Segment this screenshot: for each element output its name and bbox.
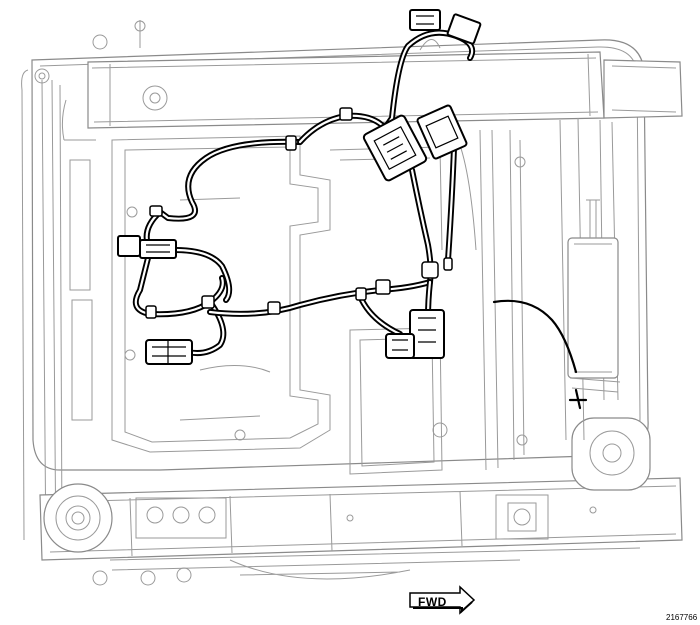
connector-top [409,9,482,45]
connector-left-lower [145,339,193,365]
fwd-label: FWD [418,595,447,609]
connector-center-large [362,114,428,182]
wiring-harness [132,29,588,410]
connector-center-lower [385,309,445,359]
connector-left-upper [117,235,177,259]
connector-center-right [416,104,468,160]
fwd-arrow-icon [409,585,476,615]
figure-number: 2167766 [666,613,698,622]
seat-frame [21,20,683,586]
